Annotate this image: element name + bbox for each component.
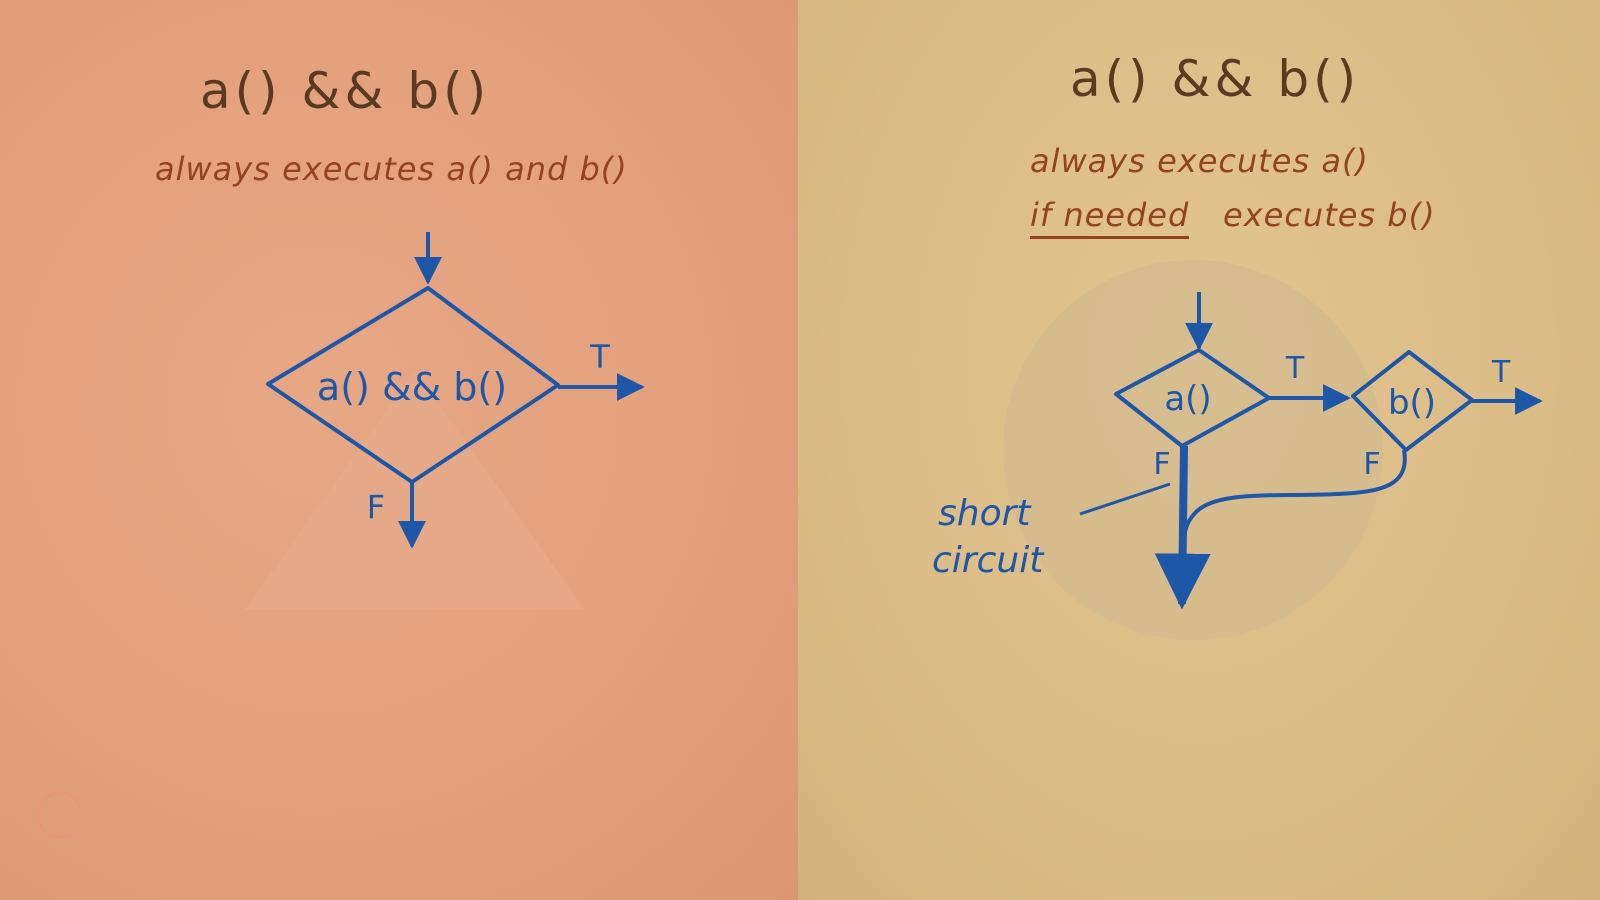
left-diamond-label: a() && b() xyxy=(317,365,507,409)
watermark-circle-icon xyxy=(1003,260,1383,640)
right-false-label-b: F xyxy=(1363,447,1380,482)
right-title: a() && b() xyxy=(1070,50,1361,108)
right-subtitle-emphasis: if needed xyxy=(1030,196,1190,239)
watermark-triangle-icon xyxy=(36,370,585,839)
right-short-circuit-arrow xyxy=(1154,445,1211,610)
annotation-short: short xyxy=(938,493,1032,534)
right-false-label-a: F xyxy=(1153,447,1170,482)
right-subtitle-line1: always executes a() xyxy=(1030,142,1369,180)
left-flowchart: a() && b() T F xyxy=(266,232,645,549)
left-subtitle: always executes a() and b() xyxy=(155,150,628,188)
left-panel: a() && b() always executes a() and b() a… xyxy=(0,0,798,900)
right-subtitle-line2: executes b() xyxy=(1223,196,1436,234)
right-flowchart: a() b() T T F F short circuit xyxy=(932,292,1543,610)
annotation-circuit: circuit xyxy=(932,540,1045,581)
left-false-label: F xyxy=(367,488,385,526)
left-true-label: T xyxy=(589,338,610,376)
right-diamond-b-label: b() xyxy=(1388,383,1436,423)
right-panel: a() && b() always executes a() if needed… xyxy=(798,0,1600,900)
right-false-curve-b xyxy=(1182,449,1407,546)
right-true-label-b: T xyxy=(1491,355,1511,390)
annotation-pointer xyxy=(1079,482,1171,516)
left-title: a() && b() xyxy=(200,62,491,120)
right-diamond-a-label: a() xyxy=(1164,379,1211,419)
right-true-label-a: T xyxy=(1285,351,1305,386)
